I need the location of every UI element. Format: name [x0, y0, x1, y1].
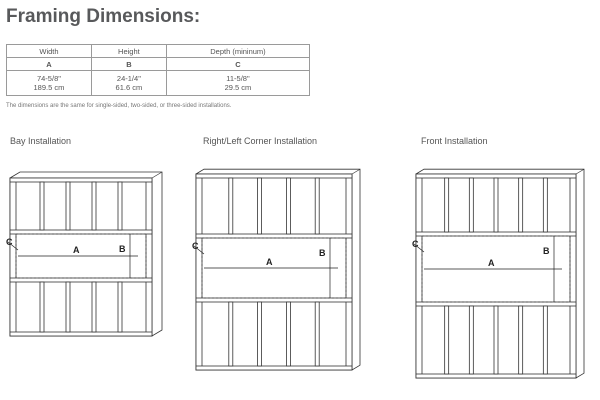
- right-post: [145, 177, 153, 337]
- height-inches: 24-1/4": [116, 74, 141, 83]
- label-front-installation: Front Installation: [421, 136, 488, 146]
- label-bay-installation: Bay Installation: [10, 136, 72, 146]
- dimension-a-label: A: [488, 258, 495, 268]
- plate: [9, 331, 153, 337]
- lower-stud: [444, 305, 450, 375]
- upper-stud: [493, 177, 499, 233]
- lower-stud: [314, 301, 320, 367]
- upper-stud: [91, 181, 97, 231]
- dimension-c-line: [7, 241, 19, 251]
- corner-installation-diagram: A B C: [192, 168, 361, 371]
- opening-outline: [201, 237, 347, 299]
- dimension-c-line: [193, 245, 205, 255]
- table-header-row: Width Height Depth (mininum): [6, 44, 311, 58]
- dimension-b-label: B: [319, 248, 326, 258]
- upper-stud: [286, 177, 291, 235]
- plate: [415, 301, 577, 307]
- height-cm: 61.6 cm: [115, 83, 143, 92]
- dimension-c-label: C: [6, 237, 13, 247]
- value-height: 24-1/4" 61.6 cm: [90, 70, 167, 96]
- upper-stud: [468, 177, 474, 233]
- depth-edge: [151, 171, 163, 179]
- corner-frame: A B C: [192, 168, 361, 371]
- width-inches: 74-5/8": [36, 74, 61, 83]
- table-letter-row: A B C: [6, 57, 311, 71]
- letter-b: B: [90, 57, 167, 71]
- upper-stud: [542, 177, 548, 233]
- frame-outline: [195, 173, 353, 371]
- bay-frame: A B C: [6, 171, 163, 337]
- left-post: [9, 177, 17, 337]
- plate: [415, 231, 577, 237]
- lower-stud: [65, 281, 71, 333]
- opening-outline: [15, 233, 147, 279]
- right-post: [569, 173, 577, 379]
- depth-edge: [575, 168, 585, 175]
- lower-stud: [228, 301, 234, 367]
- label-corner-installation: Right/Left Corner Installation: [203, 136, 318, 146]
- plate: [195, 233, 353, 239]
- page-title: Framing Dimensions:: [6, 6, 201, 27]
- dimension-note: The dimensions are the same for single-s…: [6, 103, 232, 109]
- lower-stud: [39, 281, 45, 333]
- upper-stud: [518, 177, 524, 233]
- plate: [9, 229, 153, 235]
- lower-stud: [91, 281, 97, 333]
- letter-a: A: [6, 57, 92, 71]
- letter-c: C: [165, 57, 311, 71]
- lower-stud: [286, 301, 291, 367]
- dimension-a-label: A: [73, 245, 80, 255]
- dimension-b-label: B: [119, 244, 126, 254]
- lower-stud: [493, 305, 499, 375]
- table-value-row: 74-5/8" 189.5 cm 24-1/4" 61.6 cm 11-5/8"…: [6, 70, 311, 96]
- depth-edge: [351, 168, 361, 175]
- upper-stud: [257, 177, 262, 235]
- value-width: 74-5/8" 189.5 cm: [6, 70, 92, 96]
- depth-inches: 11-5/8": [226, 74, 250, 83]
- front-installation-diagram: A B C: [412, 168, 585, 379]
- left-post: [415, 173, 423, 379]
- upper-stud: [39, 181, 45, 231]
- plate: [415, 373, 577, 379]
- frame-outline: [9, 177, 153, 337]
- dimension-b-label: B: [543, 246, 550, 256]
- lower-stud: [468, 305, 474, 375]
- depth-cm: 29.5 cm: [224, 83, 252, 92]
- front-frame: A B C: [412, 168, 585, 379]
- framing-dimensions-table: Width Height Depth (mininum) A B C 74-5/…: [6, 44, 311, 96]
- dimension-c-label: C: [412, 239, 419, 249]
- plate: [195, 365, 353, 371]
- opening-outline: [421, 235, 571, 303]
- header-height: Height: [90, 44, 167, 58]
- header-depth: Depth (mininum): [165, 44, 311, 58]
- width-cm: 189.5 cm: [33, 83, 65, 92]
- plate: [415, 173, 577, 179]
- lower-stud: [117, 281, 123, 333]
- plate: [195, 297, 353, 303]
- value-depth: 11-5/8" 29.5 cm: [165, 70, 311, 96]
- upper-stud: [314, 177, 320, 235]
- upper-stud: [228, 177, 234, 235]
- upper-stud: [65, 181, 71, 231]
- lower-stud: [257, 301, 262, 367]
- dimension-c-line: [413, 243, 425, 253]
- lower-stud: [542, 305, 548, 375]
- dimension-a-label: A: [266, 257, 273, 267]
- upper-stud: [444, 177, 450, 233]
- header-width: Width: [6, 44, 92, 58]
- bay-installation-diagram: A B C: [6, 171, 163, 337]
- plate: [195, 173, 353, 179]
- lower-stud: [518, 305, 524, 375]
- left-post: [195, 173, 203, 371]
- plate: [9, 277, 153, 283]
- dimension-c-label: C: [192, 241, 199, 251]
- right-post: [345, 173, 353, 371]
- upper-stud: [117, 181, 123, 231]
- plate: [9, 177, 153, 183]
